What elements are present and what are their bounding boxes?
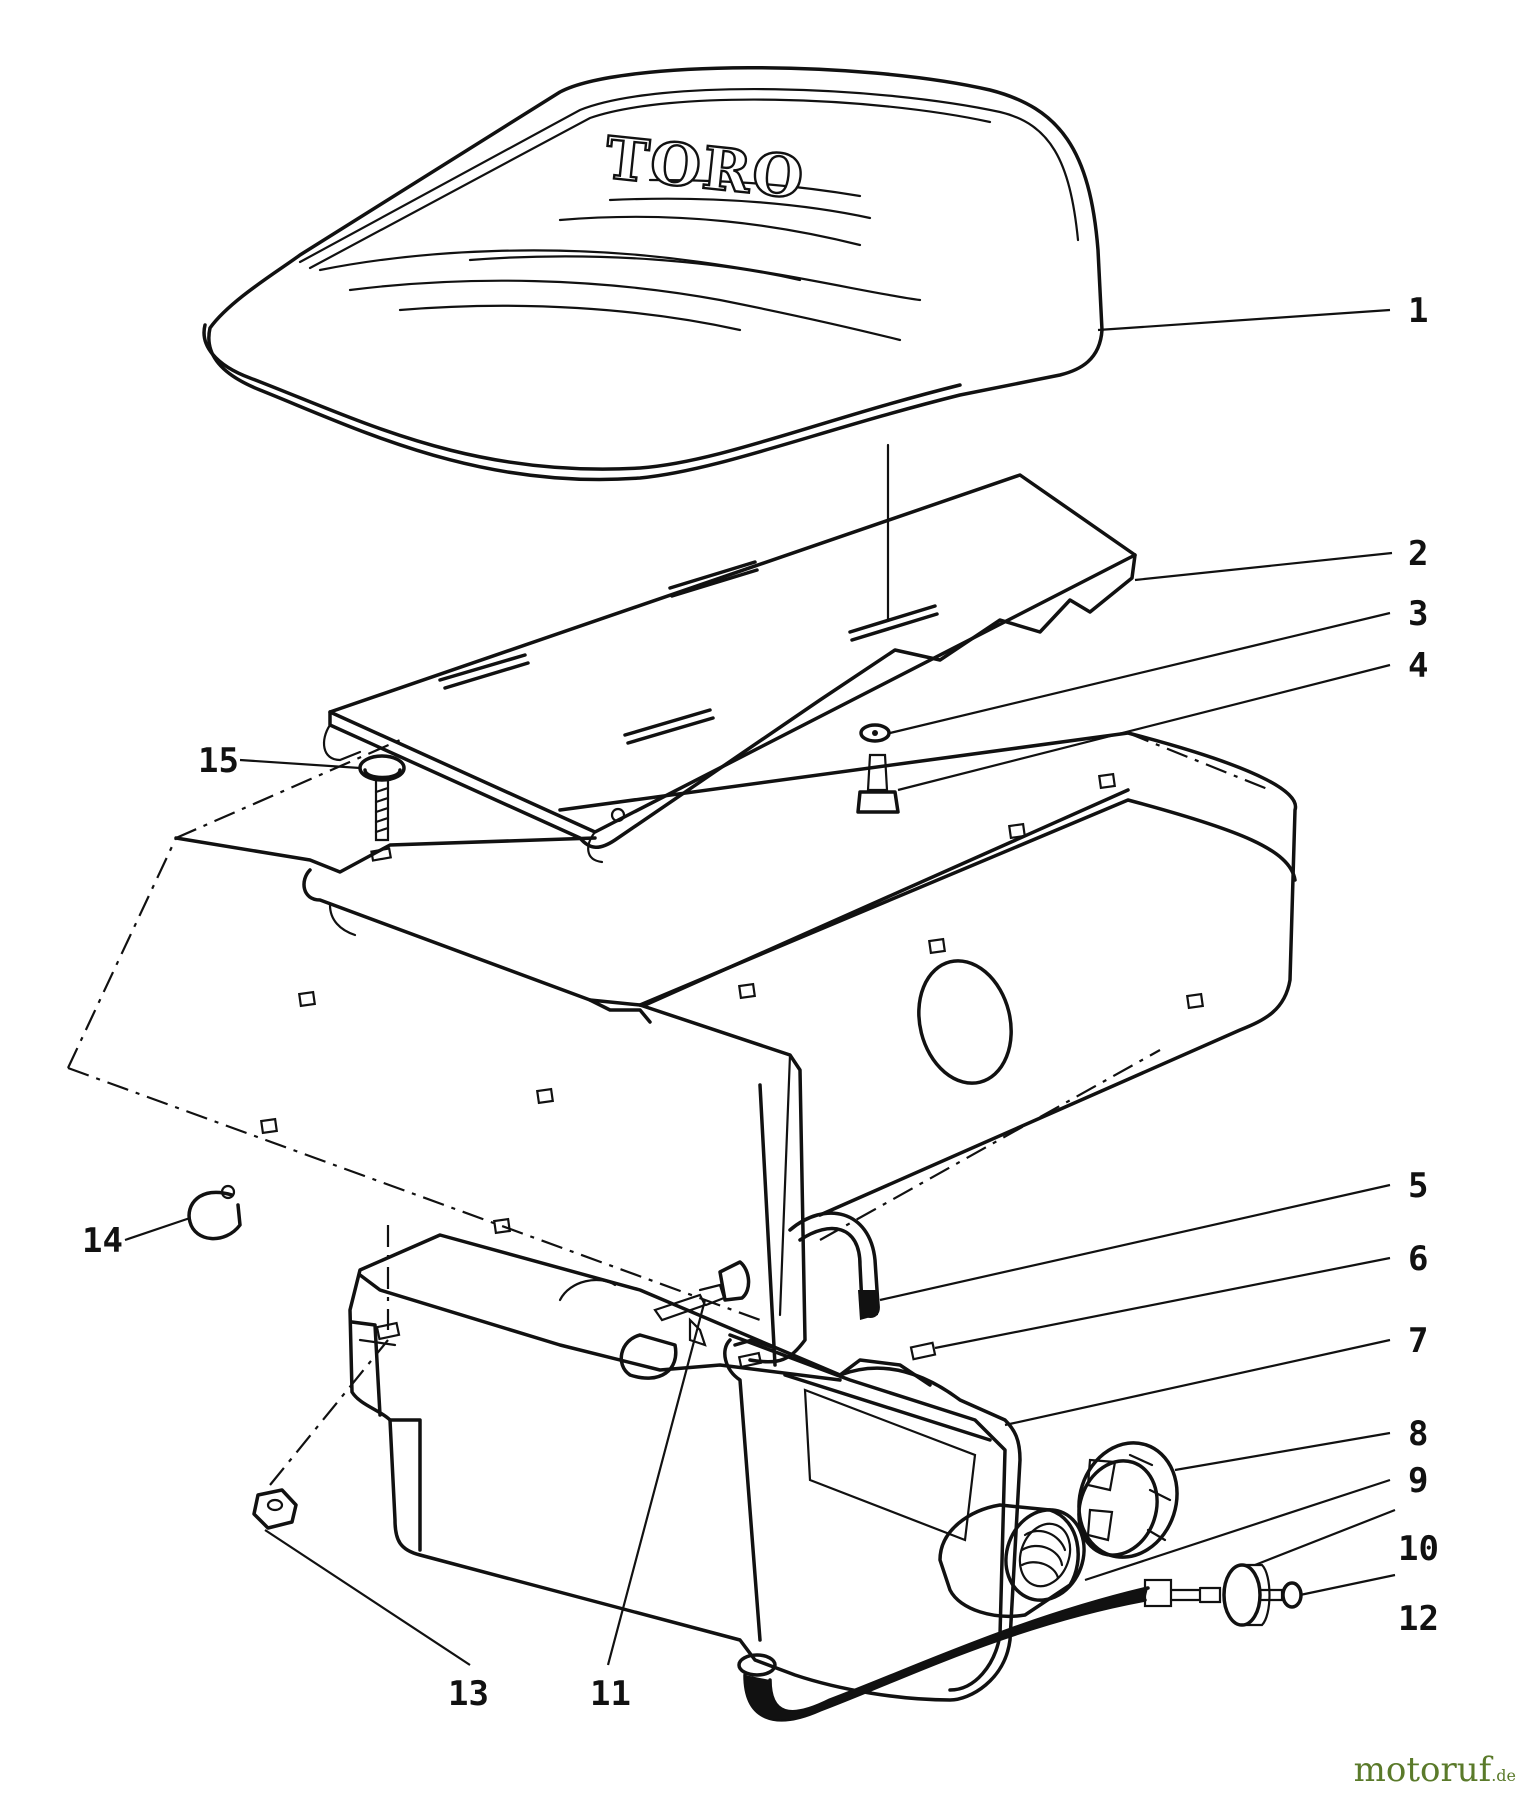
callout-3: 3 [1408,594,1428,634]
fender-housing [67,731,1298,1367]
watermark: motoruf.de [1354,1750,1516,1790]
fuel-tank [348,1233,1086,1702]
watermark-main: motoruf [1353,1750,1492,1790]
seat: TORO [202,66,1104,482]
callout-numbers: 1 2 3 4 5 6 7 8 9 10 12 11 13 14 15 [82,291,1439,1714]
fuel-line [737,1578,1202,1722]
callout-1: 1 [1408,291,1428,331]
clip-part [187,1190,242,1241]
callout-2: 2 [1408,534,1428,574]
nut-part [252,1488,298,1530]
callout-11: 11 [590,1674,631,1714]
callout-leaders [124,308,1396,1666]
callout-13: 13 [448,1674,489,1714]
bolt-part [856,753,900,814]
callout-8: 8 [1408,1414,1428,1454]
fitting-part [653,1260,751,1347]
callout-14: 14 [82,1221,123,1261]
callout-9: 9 [1408,1461,1428,1501]
seat-plate [322,473,1137,864]
washer-part [859,723,891,743]
callout-5: 5 [1408,1166,1428,1206]
fuel-filter [1198,1563,1271,1627]
callout-12: 12 [1398,1599,1439,1639]
callout-6: 6 [1408,1239,1428,1279]
callout-15: 15 [198,741,239,781]
vent-hose [788,1211,880,1320]
hose-clamp [1260,1581,1303,1609]
callout-10: 10 [1398,1529,1439,1569]
callout-7: 7 [1408,1321,1428,1361]
fuel-cap [1077,1441,1179,1559]
watermark-tld: .de [1491,1766,1516,1785]
callout-4: 4 [1408,646,1428,686]
